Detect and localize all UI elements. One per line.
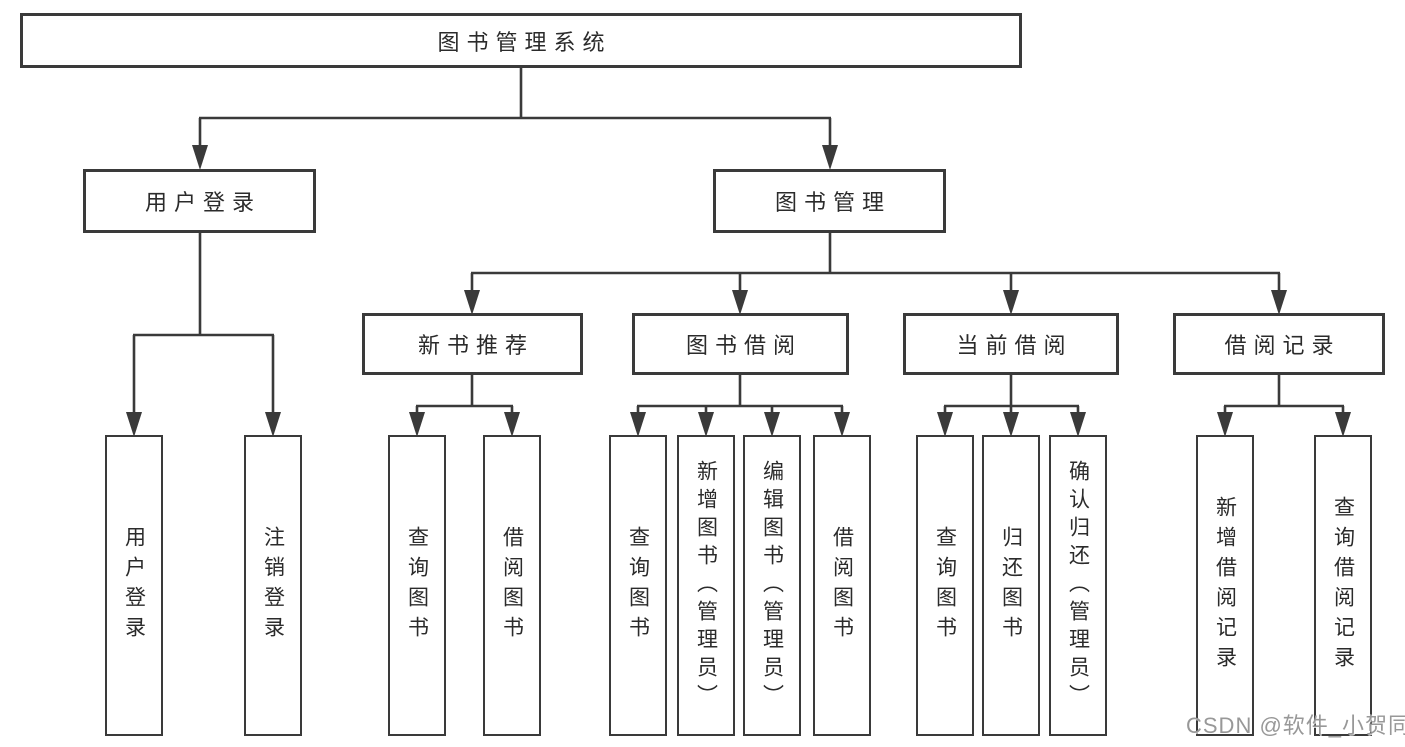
leaf-confirm-return-admin: 确认归还（管理员） (1049, 435, 1107, 736)
node-new-book-recommend: 新书推荐 (362, 313, 583, 375)
leaf-edit-books-admin: 编辑图书（管理员） (743, 435, 801, 736)
leaf-query-borrow-record: 查询借阅记录 (1314, 435, 1372, 736)
node-library-management-system: 图书管理系统 (20, 13, 1022, 68)
node-borrowing-records: 借阅记录 (1173, 313, 1385, 375)
leaf-return-books: 归还图书 (982, 435, 1040, 736)
leaf-logout: 注销登录 (244, 435, 302, 736)
leaf-add-books-admin: 新增图书（管理员） (677, 435, 735, 736)
leaf-query-books-borrowing: 查询图书 (609, 435, 667, 736)
csdn-watermark: CSDN @软件_小贺同学 (1186, 713, 1405, 738)
leaf-user-login: 用户登录 (105, 435, 163, 736)
leaf-query-books-recommend: 查询图书 (388, 435, 446, 736)
node-book-management: 图书管理 (713, 169, 946, 233)
node-book-borrowing: 图书借阅 (632, 313, 849, 375)
leaf-borrow-books-recommend: 借阅图书 (483, 435, 541, 736)
leaf-query-books-current: 查询图书 (916, 435, 974, 736)
node-user-login: 用户登录 (83, 169, 316, 233)
leaf-borrow-books-borrowing: 借阅图书 (813, 435, 871, 736)
node-current-borrowing: 当前借阅 (903, 313, 1119, 375)
leaf-add-borrow-record: 新增借阅记录 (1196, 435, 1254, 736)
